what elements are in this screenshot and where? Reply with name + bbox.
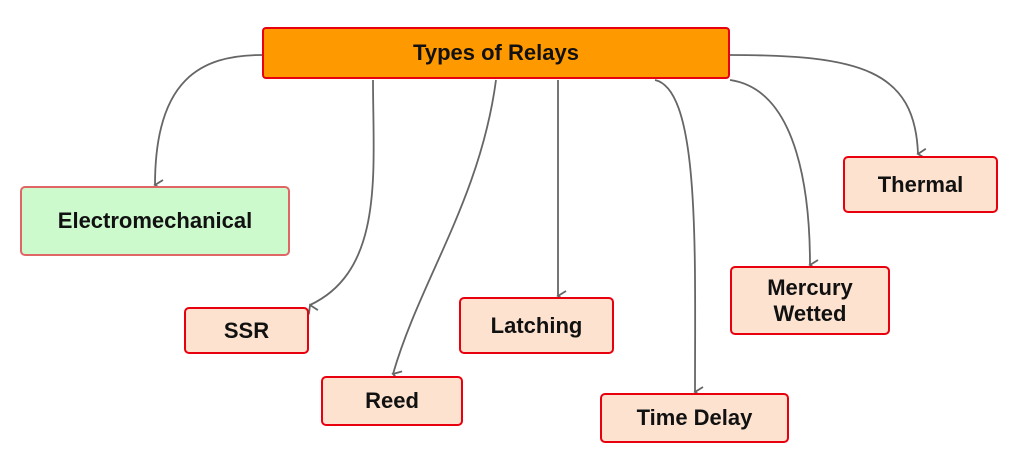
root-label: Types of Relays [413,40,579,66]
node-reed: Reed [321,376,463,426]
node-label: Mercury Wetted [767,275,853,326]
node-electromechanical: Electromechanical [20,186,290,256]
node-label: Time Delay [636,405,753,431]
node-thermal: Thermal [843,156,998,213]
node-label: SSR [223,317,270,343]
connector-electromechanical [153,54,263,191]
connector-thermal [729,54,927,160]
connector-time-delay [654,79,704,398]
node-label: Thermal [877,171,964,197]
node-label: Electromechanical [57,208,253,234]
connector-mercury-wetted [729,79,819,271]
node-label: Latching [490,312,583,338]
connector-ssr [307,79,375,315]
node-time-delay: Time Delay [600,393,789,443]
node-latching: Latching [459,297,614,354]
root-node: Types of Relays [262,27,730,79]
connector-reed [391,79,497,382]
node-mercury-wetted: Mercury Wetted [730,266,890,335]
node-label: Reed [365,388,419,414]
node-ssr: SSR [184,307,309,354]
